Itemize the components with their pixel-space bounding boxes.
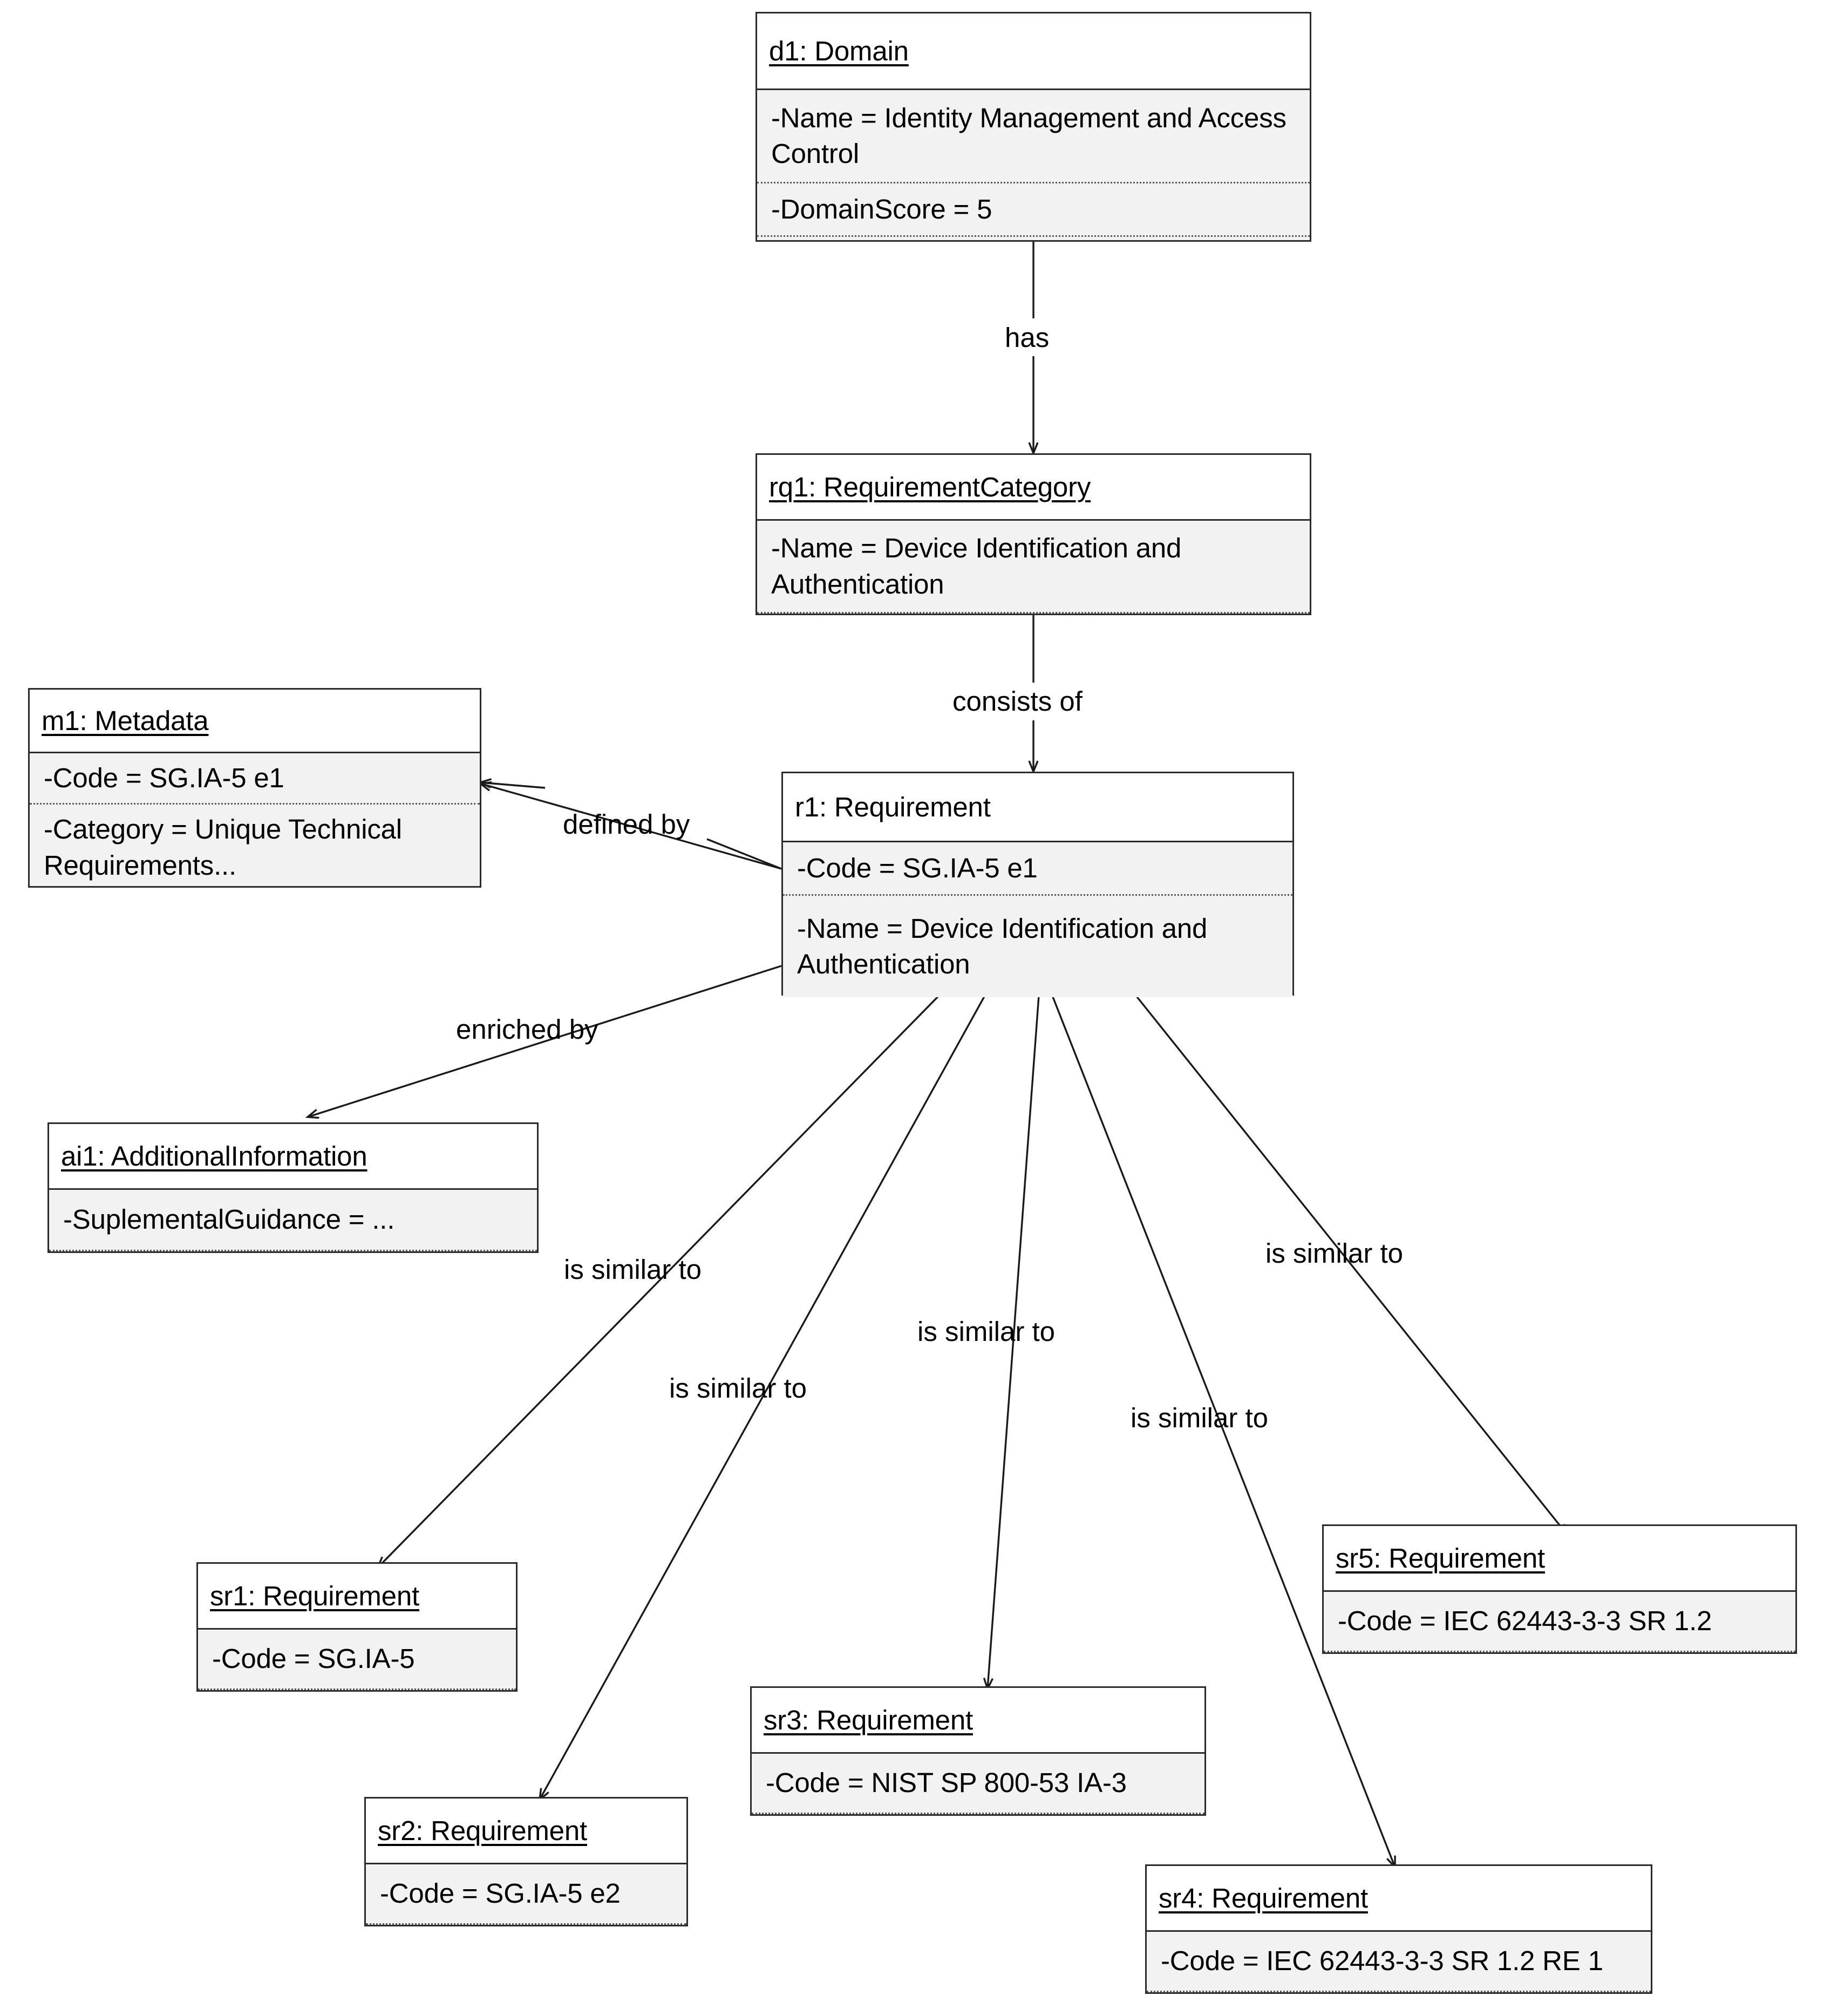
node-r1-title: r1: Requirement [795, 791, 991, 822]
node-r1-attr-1: -Name = Device Identification and Authen… [783, 894, 1292, 997]
node-sr4-header: sr4: Requirement [1147, 1866, 1651, 1932]
node-d1-attr-0: -Name = Identity Management and Access C… [771, 102, 1287, 169]
node-d1-title: d1: Domain [769, 35, 909, 66]
node-rq1-attr-0: -Name = Device Identification and Authen… [757, 521, 1310, 614]
edge-label-consists-of: consists of [952, 686, 1083, 717]
node-sr5-title: sr5: Requirement [1336, 1542, 1545, 1574]
node-r1-body: -Code = SG.IA-5 e1 -Name = Device Identi… [783, 842, 1292, 997]
node-ai1[interactable]: ai1: AdditionalInformation -SuplementalG… [47, 1122, 539, 1253]
edge-label-enriched-by: enriched by [456, 1014, 598, 1045]
node-sr5[interactable]: sr5: Requirement -Code = IEC 62443-3-3 S… [1322, 1524, 1797, 1654]
edge-label-similar-sr1: is similar to [564, 1254, 702, 1285]
node-rq1-title: rq1: RequirementCategory [769, 471, 1091, 502]
edge-label-defined-by: defined by [563, 809, 690, 840]
node-ai1-title: ai1: AdditionalInformation [61, 1140, 367, 1172]
node-rq1-body: -Name = Device Identification and Authen… [757, 521, 1310, 614]
node-sr4-attr-0: -Code = IEC 62443-3-3 SR 1.2 RE 1 [1147, 1932, 1651, 1992]
node-d1-header: d1: Domain [757, 13, 1310, 90]
node-m1-title: m1: Metadata [42, 705, 209, 736]
node-sr4-title: sr4: Requirement [1159, 1882, 1368, 1913]
node-r1-header: r1: Requirement [783, 773, 1292, 842]
node-d1-attr-1: -DomainScore = 5 [757, 182, 1310, 237]
node-sr3-title: sr3: Requirement [764, 1704, 973, 1735]
edge-label-similar-sr2: is similar to [669, 1373, 807, 1404]
node-sr2-attr-0: -Code = SG.IA-5 e2 [366, 1864, 686, 1925]
node-sr4[interactable]: sr4: Requirement -Code = IEC 62443-3-3 S… [1145, 1864, 1652, 1994]
node-rq1[interactable]: rq1: RequirementCategory -Name = Device … [755, 453, 1311, 615]
node-sr5-attr-0: -Code = IEC 62443-3-3 SR 1.2 [1324, 1592, 1795, 1652]
edge-label-has: has [1005, 322, 1050, 353]
node-ai1-attr-0: -SuplementalGuidance = ... [49, 1190, 537, 1251]
node-sr3[interactable]: sr3: Requirement -Code = NIST SP 800-53 … [750, 1686, 1206, 1816]
node-m1-header: m1: Metadata [30, 690, 480, 753]
node-sr2-title: sr2: Requirement [378, 1815, 587, 1846]
edge-label-similar-sr3: is similar to [917, 1316, 1056, 1347]
node-d1[interactable]: d1: Domain -Name = Identity Management a… [755, 12, 1311, 242]
node-d1-body: -Name = Identity Management and Access C… [757, 90, 1310, 240]
node-m1[interactable]: m1: Metadata -Code = SG.IA-5 e1 -Categor… [28, 688, 481, 888]
node-sr2[interactable]: sr2: Requirement -Code = SG.IA-5 e2 [364, 1797, 688, 1926]
node-ai1-body: -SuplementalGuidance = ... [49, 1190, 537, 1251]
node-sr5-body: -Code = IEC 62443-3-3 SR 1.2 [1324, 1592, 1795, 1652]
node-sr1[interactable]: sr1: Requirement -Code = SG.IA-5 [196, 1562, 518, 1692]
node-r1-attr-0: -Code = SG.IA-5 e1 [797, 852, 1038, 883]
node-rq1-header: rq1: RequirementCategory [757, 455, 1310, 521]
node-sr2-body: -Code = SG.IA-5 e2 [366, 1864, 686, 1925]
node-sr1-attr-0: -Code = SG.IA-5 [198, 1630, 516, 1690]
edge-label-similar-sr4: is similar to [1131, 1402, 1269, 1433]
node-m1-attr-0: -Code = SG.IA-5 e1 [44, 762, 284, 793]
node-sr1-header: sr1: Requirement [198, 1564, 516, 1630]
node-sr1-title: sr1: Requirement [210, 1580, 419, 1611]
node-sr5-header: sr5: Requirement [1324, 1526, 1795, 1592]
node-sr3-attr-0: -Code = NIST SP 800-53 IA-3 [752, 1754, 1204, 1814]
node-sr3-header: sr3: Requirement [752, 1688, 1204, 1754]
node-r1[interactable]: r1: Requirement -Code = SG.IA-5 e1 -Name… [781, 772, 1294, 997]
node-ai1-header: ai1: AdditionalInformation [49, 1124, 537, 1190]
node-sr3-body: -Code = NIST SP 800-53 IA-3 [752, 1754, 1204, 1814]
node-m1-body: -Code = SG.IA-5 e1 -Category = Unique Te… [30, 753, 480, 886]
edge-label-similar-sr5: is similar to [1265, 1238, 1404, 1269]
node-sr2-header: sr2: Requirement [366, 1799, 686, 1864]
node-m1-attr-1: -Category = Unique Technical Requirement… [30, 803, 480, 890]
node-sr1-body: -Code = SG.IA-5 [198, 1630, 516, 1690]
node-sr4-body: -Code = IEC 62443-3-3 SR 1.2 RE 1 [1147, 1932, 1651, 1992]
